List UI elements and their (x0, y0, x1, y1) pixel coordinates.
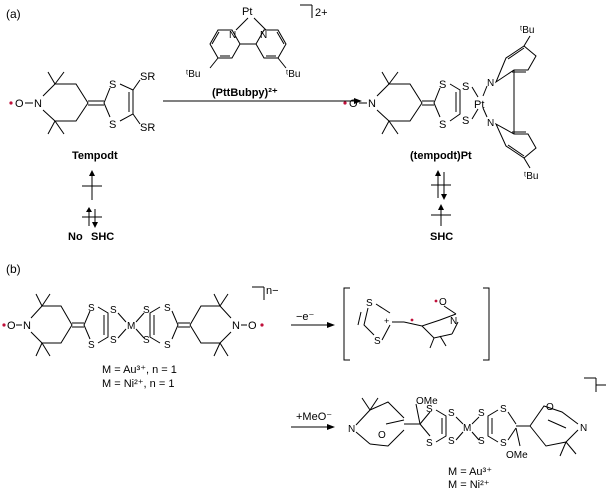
complex-ni-line: M = Ni²⁺, n = 1 (102, 378, 174, 390)
oxidation-label: −e⁻ (296, 311, 315, 323)
reagent-tbu-left: ᵗBu (186, 69, 200, 80)
tempodt-no-label: No (68, 231, 83, 243)
product-s3: S (462, 81, 469, 93)
adduct-s4: S (448, 436, 455, 447)
cation-s2: S (374, 336, 381, 347)
adduct-s1: S (426, 404, 433, 415)
product-n: N (368, 98, 376, 110)
reagent-name: (PttBubpy)²⁺ (212, 87, 278, 99)
adduct-metal: M (463, 423, 471, 434)
adduct-ome-bottom: OMe (506, 450, 528, 461)
complex-s5: S (143, 305, 150, 316)
adduct-s2: S (426, 438, 433, 449)
complex-charge: n− (266, 285, 279, 297)
product-shc-label: SHC (430, 231, 453, 243)
panel-a-tag: (a) (6, 7, 21, 21)
product-s4: S (462, 115, 469, 127)
tempodt-name: Tempodt (72, 150, 118, 162)
product-o: O (349, 98, 358, 110)
complex-s6: S (143, 335, 150, 346)
cation-s1: S (366, 298, 373, 309)
adduct-n-left: N (348, 424, 355, 435)
adduct-s8: S (500, 438, 507, 449)
reagent-charge: 2+ (315, 7, 328, 19)
adduct-ome-top: OMe (416, 396, 438, 407)
tempodt-s1: S (109, 79, 116, 91)
tempodt-s2: S (109, 119, 116, 131)
methoxy-adduct-complex: N O OMe S S S S M S S S S OMe (348, 377, 606, 491)
reagent-pt-label: Pt (242, 6, 252, 18)
panel-b-tag: (b) (6, 262, 21, 276)
methoxide-arrow: +MeO⁻ (291, 411, 335, 430)
tempodt-n: N (34, 98, 42, 110)
oxidized-cation-fragment: S S + O N (343, 287, 490, 361)
product-bpy-n2: N (487, 118, 494, 129)
tempodt-pt-structure: O N S S S S Pt N N ᵗBu ᵗBu (tem (343, 25, 538, 243)
product-s2: S (439, 119, 446, 131)
adduct-n-right: N (580, 423, 587, 434)
cation-n: N (450, 316, 457, 327)
svg-text:N: N (260, 30, 267, 41)
metal-bis-dithiolene-complex: O N S S S S M S S S S N (2, 285, 279, 390)
oxidation-arrow: −e⁻ (291, 311, 335, 328)
complex-au-line: M = Au³⁺, n = 1 (102, 364, 177, 376)
tempodt-shc-label: SHC (91, 231, 114, 243)
svg-text:N: N (229, 30, 236, 41)
tempodt-o: O (15, 98, 24, 110)
complex-s8: S (164, 340, 171, 351)
tempodt-structure: O N S S SR SR Tempodt No SHC (9, 71, 155, 243)
reagent-tbu-right: ᵗBu (286, 69, 300, 80)
adduct-s3: S (448, 408, 455, 419)
adduct-o-left: O (378, 430, 386, 441)
methoxide-label: +MeO⁻ (296, 411, 332, 423)
tempodt-sr1: SR (140, 71, 155, 83)
reagent-pt-bipyridine: Pt N N ᵗBu ᵗBu 2+ (PttBubpy)²⁺ (186, 4, 328, 99)
complex-s7: S (164, 303, 171, 314)
complex-n-right: N (232, 320, 240, 332)
complex-metal: M (127, 321, 135, 332)
adduct-au-line: M = Au³⁺ (448, 466, 492, 478)
reaction-arrow-a (163, 98, 362, 104)
adduct-s6: S (478, 436, 485, 447)
tempodt-sr2: SR (140, 122, 155, 134)
adduct-s5: S (478, 408, 485, 419)
complex-n-left: N (23, 320, 31, 332)
complex-o-right: O (248, 320, 257, 332)
complex-s1: S (88, 303, 95, 314)
product-bpy-n1: N (487, 78, 494, 89)
complex-s2: S (88, 340, 95, 351)
adduct-s7: S (500, 404, 507, 415)
product-tbu-top: ᵗBu (520, 25, 534, 36)
complex-o-left: O (7, 320, 16, 332)
product-tbu-bottom: ᵗBu (524, 171, 538, 182)
adduct-ni-line: M = Ni²⁺ (448, 479, 490, 491)
cation-plus: + (384, 316, 389, 326)
complex-s3: S (110, 305, 117, 316)
complex-s4: S (110, 335, 117, 346)
product-s1: S (439, 79, 446, 91)
cation-o: O (439, 297, 447, 308)
adduct-o-right: O (546, 402, 554, 413)
product-pt: Pt (474, 99, 484, 111)
product-name: (tempodt)Pt (410, 150, 472, 162)
